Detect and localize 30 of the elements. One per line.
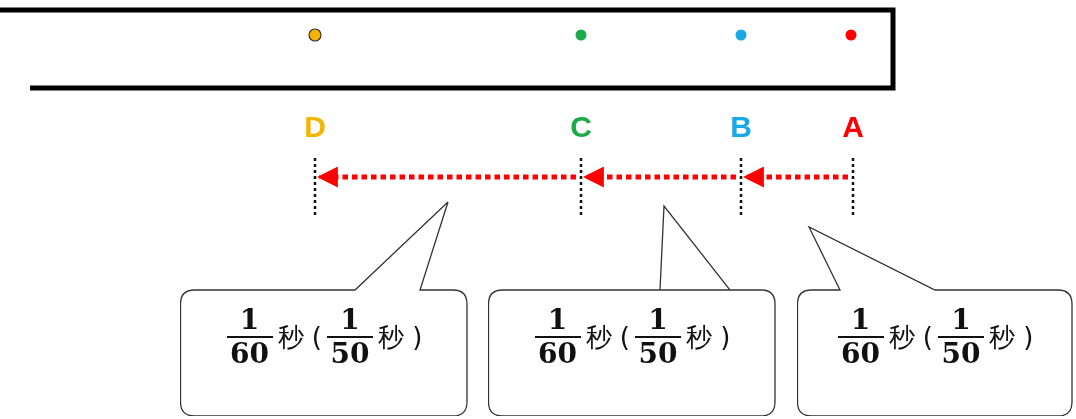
point-label: B [729, 110, 753, 144]
fraction-denominator: 50 [330, 338, 370, 370]
dashed-arrow [742, 166, 848, 188]
fraction-denominator: 60 [841, 338, 881, 370]
fraction-numerator: 1 [648, 304, 668, 336]
dot-mark [734, 28, 748, 42]
paper-tape [0, 6, 898, 92]
time-unit-text: 秒 ) [686, 320, 731, 354]
point-label: C [569, 110, 593, 144]
fraction-denominator: 50 [638, 338, 678, 370]
dashed-arrow [316, 166, 576, 188]
fraction-numerator: 1 [547, 304, 568, 336]
fraction-denominator: 60 [230, 338, 270, 370]
point-label: D [303, 110, 327, 144]
dot-mark [574, 28, 588, 42]
time-unit-text: 秒 ) [378, 320, 423, 354]
time-unit-text: 秒 ( [888, 320, 933, 354]
fraction-denominator: 60 [538, 338, 578, 370]
fraction-numerator: 1 [951, 304, 971, 336]
dashed-arrow [582, 166, 736, 188]
time-unit-text: 秒 ( [277, 320, 322, 354]
dot-mark [844, 28, 858, 42]
time-unit-text: 秒 ( [585, 320, 630, 354]
fraction-numerator: 1 [340, 304, 360, 336]
dot-mark [308, 28, 322, 42]
point-label: A [841, 110, 865, 144]
fraction-numerator: 1 [239, 304, 260, 336]
fraction-numerator: 1 [850, 304, 871, 336]
fraction-denominator: 50 [941, 338, 981, 370]
time-unit-text: 秒 ) [989, 320, 1034, 354]
